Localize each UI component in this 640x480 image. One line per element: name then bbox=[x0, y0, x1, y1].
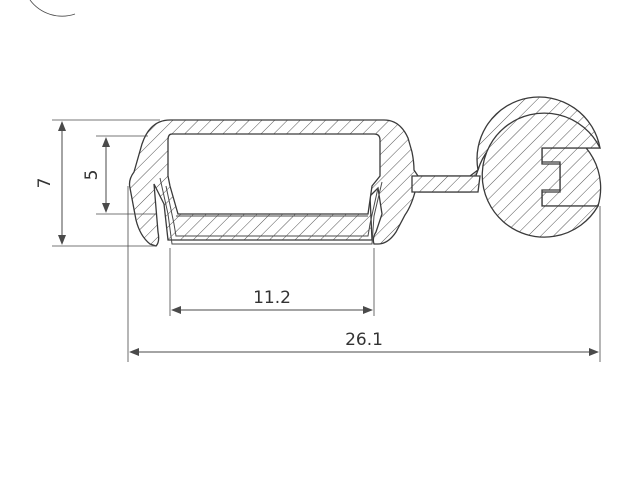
dim-text-width-inner: 11.2 bbox=[253, 288, 291, 308]
logo-circle-fragment bbox=[29, 0, 76, 17]
channel-cavity bbox=[167, 133, 381, 215]
clip-neck bbox=[411, 175, 481, 193]
diffuser-insert bbox=[159, 177, 383, 245]
dim-text-height-inner: 5 bbox=[82, 170, 102, 181]
diffuser-inner bbox=[165, 185, 379, 237]
clip-head-outline bbox=[481, 112, 602, 238]
dim-text-width-total: 26.1 bbox=[345, 330, 383, 350]
dim-text-height-outer: 7 bbox=[35, 178, 55, 189]
